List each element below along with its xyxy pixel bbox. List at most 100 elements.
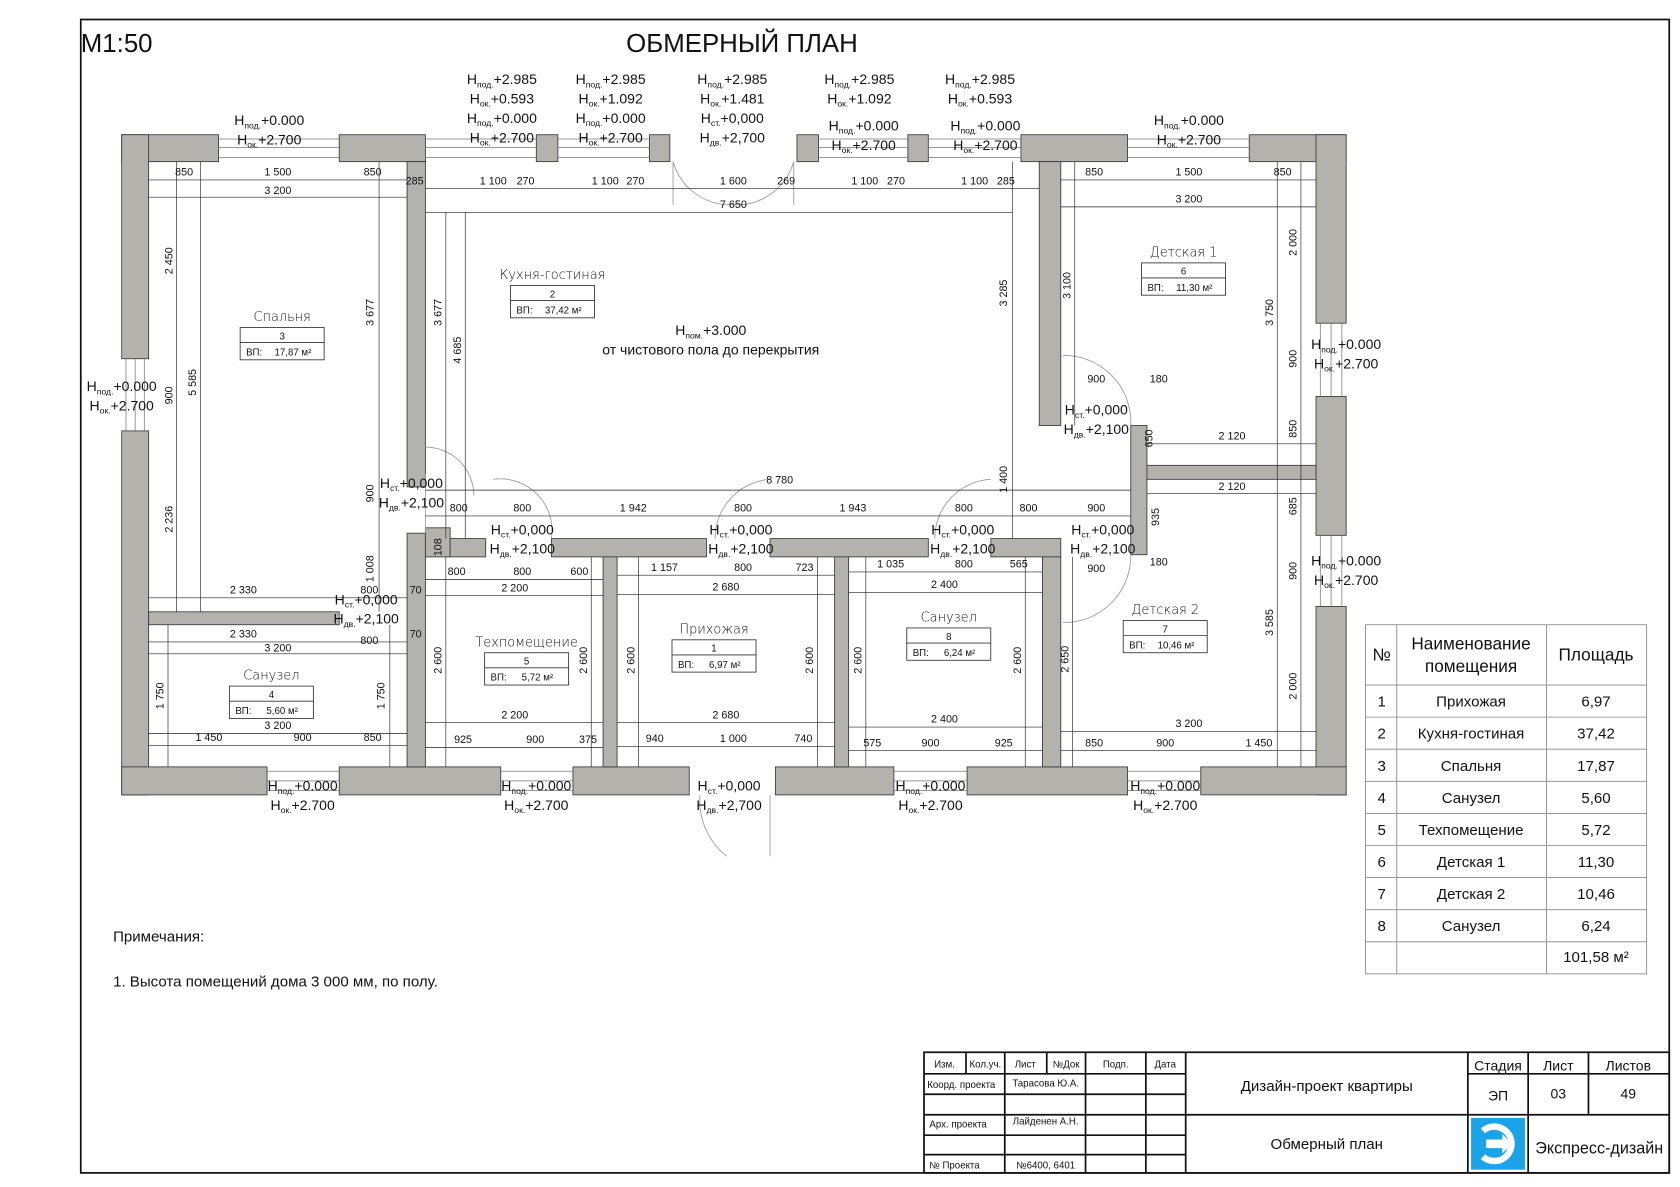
dimension-label: 900 [1288, 562, 1300, 580]
arch-label: Арх. проекта [929, 1120, 987, 1131]
elevation-line: Нст.+0,000 [698, 778, 761, 796]
room-tag-box [228, 685, 314, 719]
elevation-line: Нок.+2.700 [832, 137, 897, 155]
page-title: ОБМЕРНЫЙ ПЛАН [626, 28, 858, 58]
dimension-label: 1 035 [877, 559, 904, 571]
row-area: 11,30 [1578, 854, 1615, 871]
company-logo-icon [1471, 1117, 1525, 1170]
room-tag-box [239, 327, 325, 361]
arch-name: Лайденен А.Н. [1013, 1116, 1079, 1127]
elevation-line: Нпод.+2.985 [697, 71, 767, 89]
dimension-label: 800 [1019, 503, 1037, 515]
elevation-line: Нпод.+0.000 [950, 117, 1020, 135]
wall [550, 538, 707, 558]
dimension-label: 1 100 [851, 175, 878, 187]
dimension-label: 2 680 [712, 709, 739, 721]
dimension-label: 5 585 [187, 369, 199, 396]
dimension-label: 800 [955, 503, 973, 515]
dimension-label: 1 000 [720, 733, 747, 745]
row-room-name: Кухня-гостиная [1418, 726, 1525, 743]
elevation-line: Нст.+0,000 [1071, 521, 1134, 539]
project-title: Дизайн-проект квартиры [1241, 1078, 1413, 1095]
room-area-label: ВП: [678, 660, 694, 671]
dimension-label: 2 120 [1219, 481, 1246, 493]
dimension-label: 925 [454, 734, 472, 746]
row-area: 10,46 [1577, 886, 1615, 903]
dimension-label: 3 100 [1061, 272, 1073, 299]
sheet-title: Обмерный план [1271, 1136, 1384, 1153]
elevation-line: Нст.+0,000 [335, 591, 398, 609]
room-area: 10,46 м² [1158, 640, 1196, 651]
dimension-label: 1 100 [961, 175, 988, 187]
dimension-label: 2 680 [712, 581, 739, 593]
row-room-name: Техпомещение [1419, 822, 1524, 839]
dimension-label: 4 685 [452, 337, 464, 364]
sheet-label: Лист [1543, 1058, 1574, 1074]
elevation-mark: Нпод.+2.985Нок.+1.092Нпод.+0.000Нок.+2.7… [576, 71, 646, 147]
wall [648, 134, 671, 163]
dimension-label: 270 [517, 175, 535, 187]
row-number: 6 [1377, 854, 1385, 871]
room-name: Прихожая [679, 622, 748, 637]
dimension-label: 1 157 [651, 562, 678, 574]
coord-name: Тарасова Ю.А. [1012, 1079, 1079, 1090]
row-area: 37,42 [1577, 726, 1615, 743]
dimension-label: 3 200 [1175, 718, 1202, 730]
room-number: 5 [524, 657, 529, 668]
elevation-line: Нпод.+0.000 [1311, 336, 1381, 354]
ceiling-height-mark: Нпом.+3.000 [675, 322, 746, 340]
dimension-label: 800 [513, 503, 531, 515]
dimension-label: 850 [1288, 420, 1300, 438]
stage-label: Стадия [1474, 1058, 1522, 1074]
scale-label: М1:50 [81, 30, 153, 58]
row-area: 17,87 [1577, 758, 1615, 775]
elevation-line: Нст.+0,000 [380, 475, 443, 493]
title-block-header: Кол.уч. [970, 1059, 1002, 1070]
dimension-label: 925 [995, 737, 1013, 749]
elevation-line: Нок.+2.700 [953, 137, 1018, 155]
sheet-number: 03 [1551, 1086, 1567, 1102]
dimension-label: 2 400 [931, 579, 958, 591]
dimension-label: 800 [448, 566, 466, 578]
elevation-line: Нок.+2.700 [1157, 131, 1222, 149]
elevation-line: Ндв.+2,100 [1064, 421, 1130, 439]
dimension-label: 2 450 [163, 247, 175, 274]
title-block-header: Дата [1155, 1059, 1177, 1070]
project-number: №6400, 6401 [1016, 1161, 1075, 1172]
title-block-header: №Док [1053, 1059, 1080, 1070]
dimension-label: 723 [795, 562, 813, 574]
dimension-label: 1 100 [480, 175, 507, 187]
elevation-line: Нпод.+0.000 [87, 378, 157, 396]
wall [148, 611, 340, 626]
elevation-line: Нпод.+0.000 [268, 778, 338, 796]
wall [572, 766, 690, 796]
note-item: 1. Высота помещений дома 3 000 мм, по по… [113, 974, 438, 991]
walls [121, 134, 1347, 796]
elevation-line: Ндв.+2,100 [490, 541, 556, 559]
dimension-label: 270 [887, 175, 905, 187]
wall [774, 766, 895, 796]
schedule-total: 101,58 м² [1563, 949, 1629, 966]
row-room-name: Санузел [1442, 918, 1501, 935]
dimension-label: 3 677 [365, 299, 377, 326]
row-room-name: Детская 1 [1437, 854, 1505, 871]
dimension-label: 269 [777, 175, 795, 187]
row-room-name: Прихожая [1436, 694, 1506, 711]
dimension-label: 2 600 [853, 647, 865, 674]
row-area: 6,24 [1581, 918, 1610, 935]
sheets-count: 49 [1621, 1086, 1637, 1102]
schedule-header-area: Площадь [1559, 644, 1634, 664]
room-name: Техпомещение [475, 635, 577, 650]
dimension-label: 900 [365, 484, 377, 502]
